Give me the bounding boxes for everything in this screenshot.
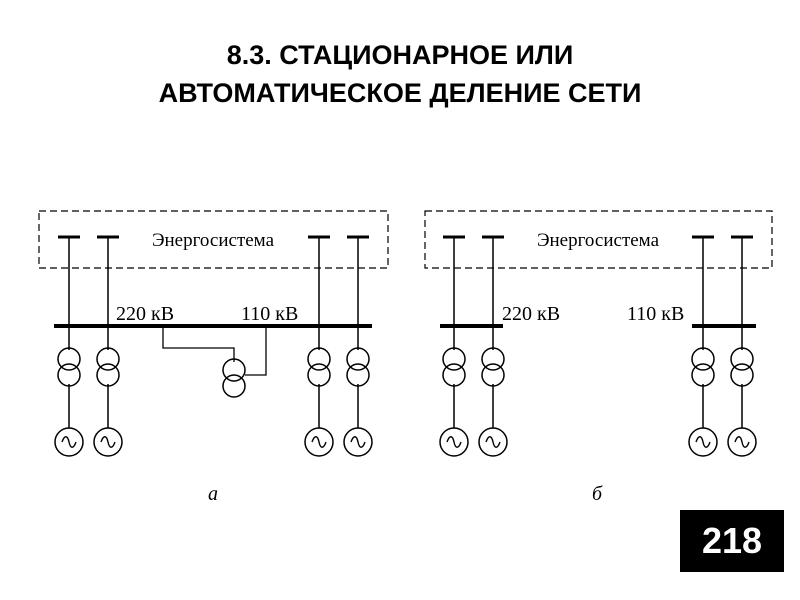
slide-title: 8.3. СТАЦИОНАРНОЕ ИЛИ АВТОМАТИЧЕСКОЕ ДЕЛ… [0, 36, 800, 112]
bus-220-label-a: 220 кВ [116, 303, 174, 325]
feeder-lines-a [68, 237, 359, 326]
autotransformer-link-110-a [245, 326, 267, 376]
caption-a: а [208, 483, 218, 505]
energy-system-box-b [424, 210, 773, 269]
bus-110-label-a: 110 кВ [241, 303, 298, 325]
title-line-1: 8.3. СТАЦИОНАРНОЕ ИЛИ [226, 40, 574, 70]
autotransformer-link-a [162, 326, 235, 362]
energy-system-label-a: Энергосистема [152, 230, 275, 251]
energy-system-box-a [38, 210, 389, 269]
feeder-lines-b [453, 237, 743, 428]
generator-units-a [54, 326, 373, 457]
bus-220-label-b: 220 кВ [502, 303, 560, 325]
diagram-b: Энергосистема 220 кВ 110 кВ [424, 210, 773, 505]
page-number-badge: 218 [680, 510, 784, 572]
caption-b: б [592, 483, 603, 505]
title-line-2: АВТОМАТИЧЕСКОЕ ДЕЛЕНИЕ СЕТИ [158, 78, 642, 108]
page-number: 218 [701, 520, 763, 561]
generator-units-b [439, 347, 757, 457]
diagram-a: Энергосистема 220 кВ 110 кВ [38, 210, 389, 505]
autotransformer-icon [222, 358, 246, 398]
energy-system-label-b: Энергосистема [537, 230, 660, 251]
bus-110-label-b: 110 кВ [627, 303, 684, 325]
